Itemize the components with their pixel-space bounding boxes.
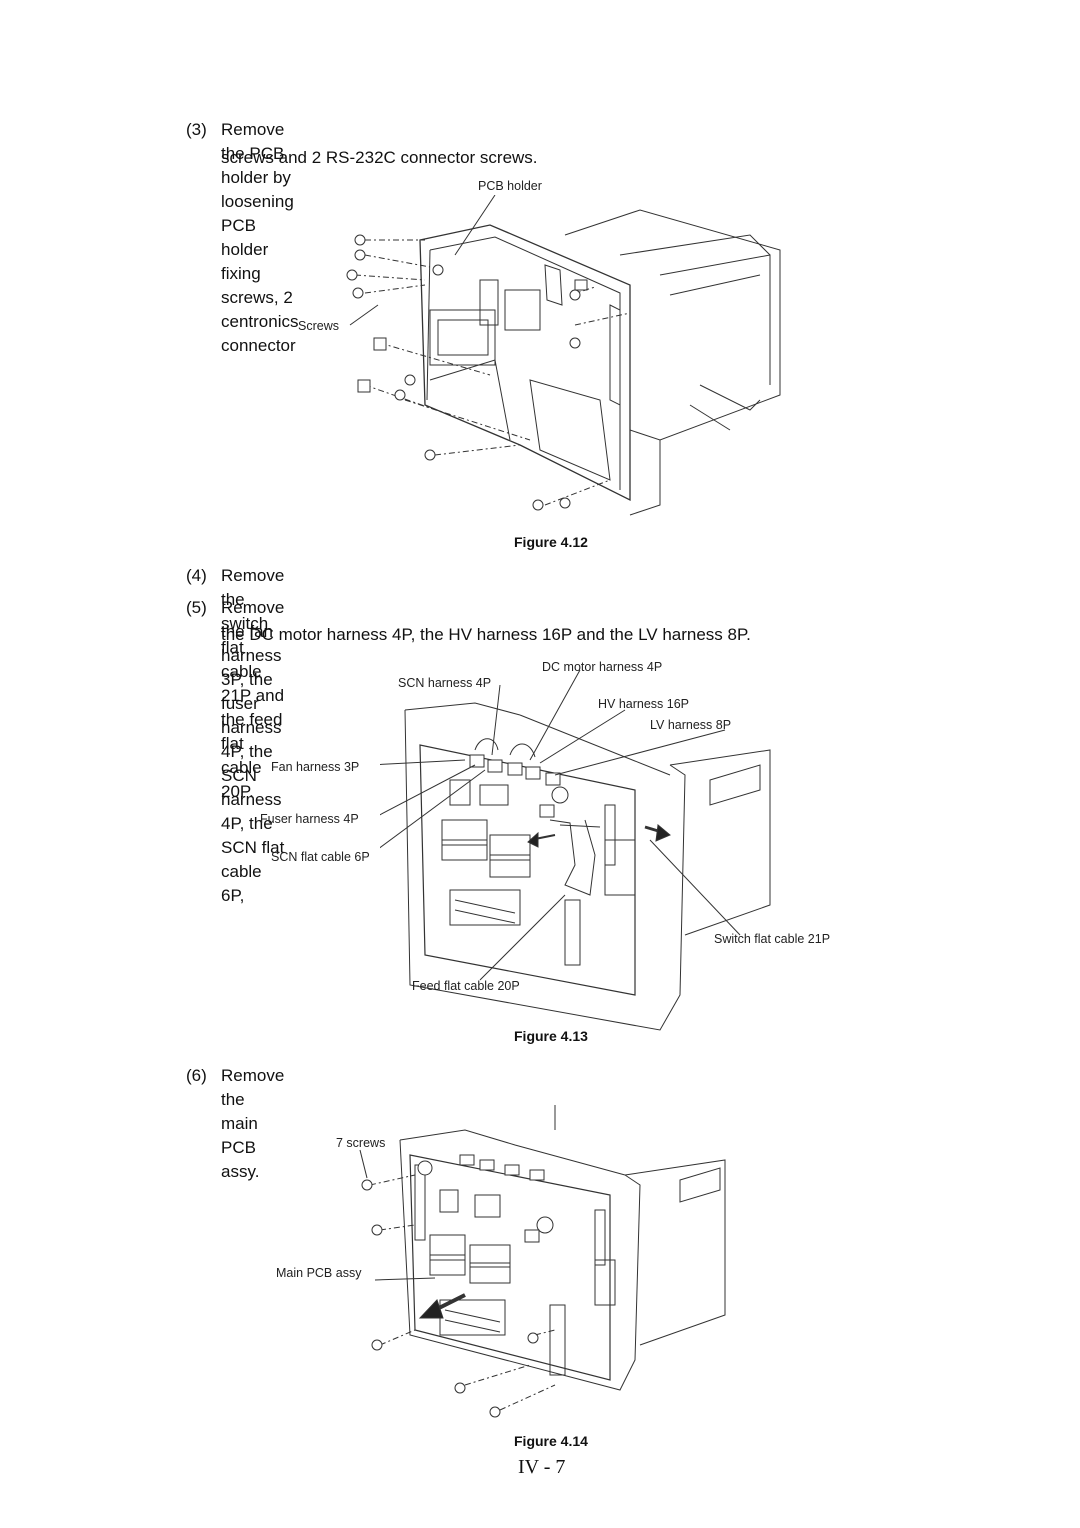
step-text-line2: the DC motor harness 4P, the HV harness …: [221, 625, 751, 644]
step-number: (3): [186, 120, 207, 139]
step-number: (5): [186, 598, 207, 617]
label-hv-harness: HV harness 16P: [598, 697, 690, 711]
figure-4-13-caption: Figure 4.13: [514, 1028, 588, 1044]
step-number: (4): [186, 566, 207, 585]
label-screws: Screws: [298, 319, 339, 333]
step-text-line1: Remove the main PCB assy.: [221, 1066, 285, 1181]
label-main-pcb-assy: Main PCB assy: [276, 1266, 362, 1280]
label-scn-harness: SCN harness 4P: [398, 676, 492, 690]
label-lv-harness: LV harness 8P: [650, 718, 732, 732]
figure-4-13-drawing: [380, 655, 780, 1035]
step-3-cont: screws and 2 RS-232C connector screws.: [221, 146, 538, 170]
step-number: (6): [186, 1066, 207, 1085]
label-scn-flat-cable: SCN flat cable 6P: [271, 850, 370, 864]
step-text-line2: screws and 2 RS-232C connector screws.: [221, 148, 538, 167]
step-text-line1: Remove the fan harness 3P, the fuser har…: [221, 598, 285, 905]
step-5-cont: the DC motor harness 4P, the HV harness …: [221, 623, 751, 647]
figure-4-12-caption: Figure 4.12: [514, 534, 588, 550]
figure-4-14-drawing: [355, 1100, 735, 1430]
label-pcb-holder: PCB holder: [478, 179, 542, 193]
label-fuser-harness: Fuser harness 4P: [260, 812, 359, 826]
step-text-line1: Remove the switch flat cable 21P and the…: [221, 566, 285, 801]
label-seven-screws: 7 screws: [336, 1136, 386, 1150]
label-switch-flat-cable: Switch flat cable 21P: [714, 932, 831, 946]
page-number: IV - 7: [518, 1456, 566, 1478]
label-feed-flat-cable: Feed flat cable 20P: [412, 979, 520, 993]
label-dc-motor-harness: DC motor harness 4P: [542, 660, 663, 674]
figure-4-12-drawing: [330, 195, 790, 525]
figure-4-14-caption: Figure 4.14: [514, 1433, 588, 1449]
label-fan-harness: Fan harness 3P: [271, 760, 360, 774]
step-text-line1: Remove the PCB holder by loosening PCB h…: [221, 120, 299, 355]
